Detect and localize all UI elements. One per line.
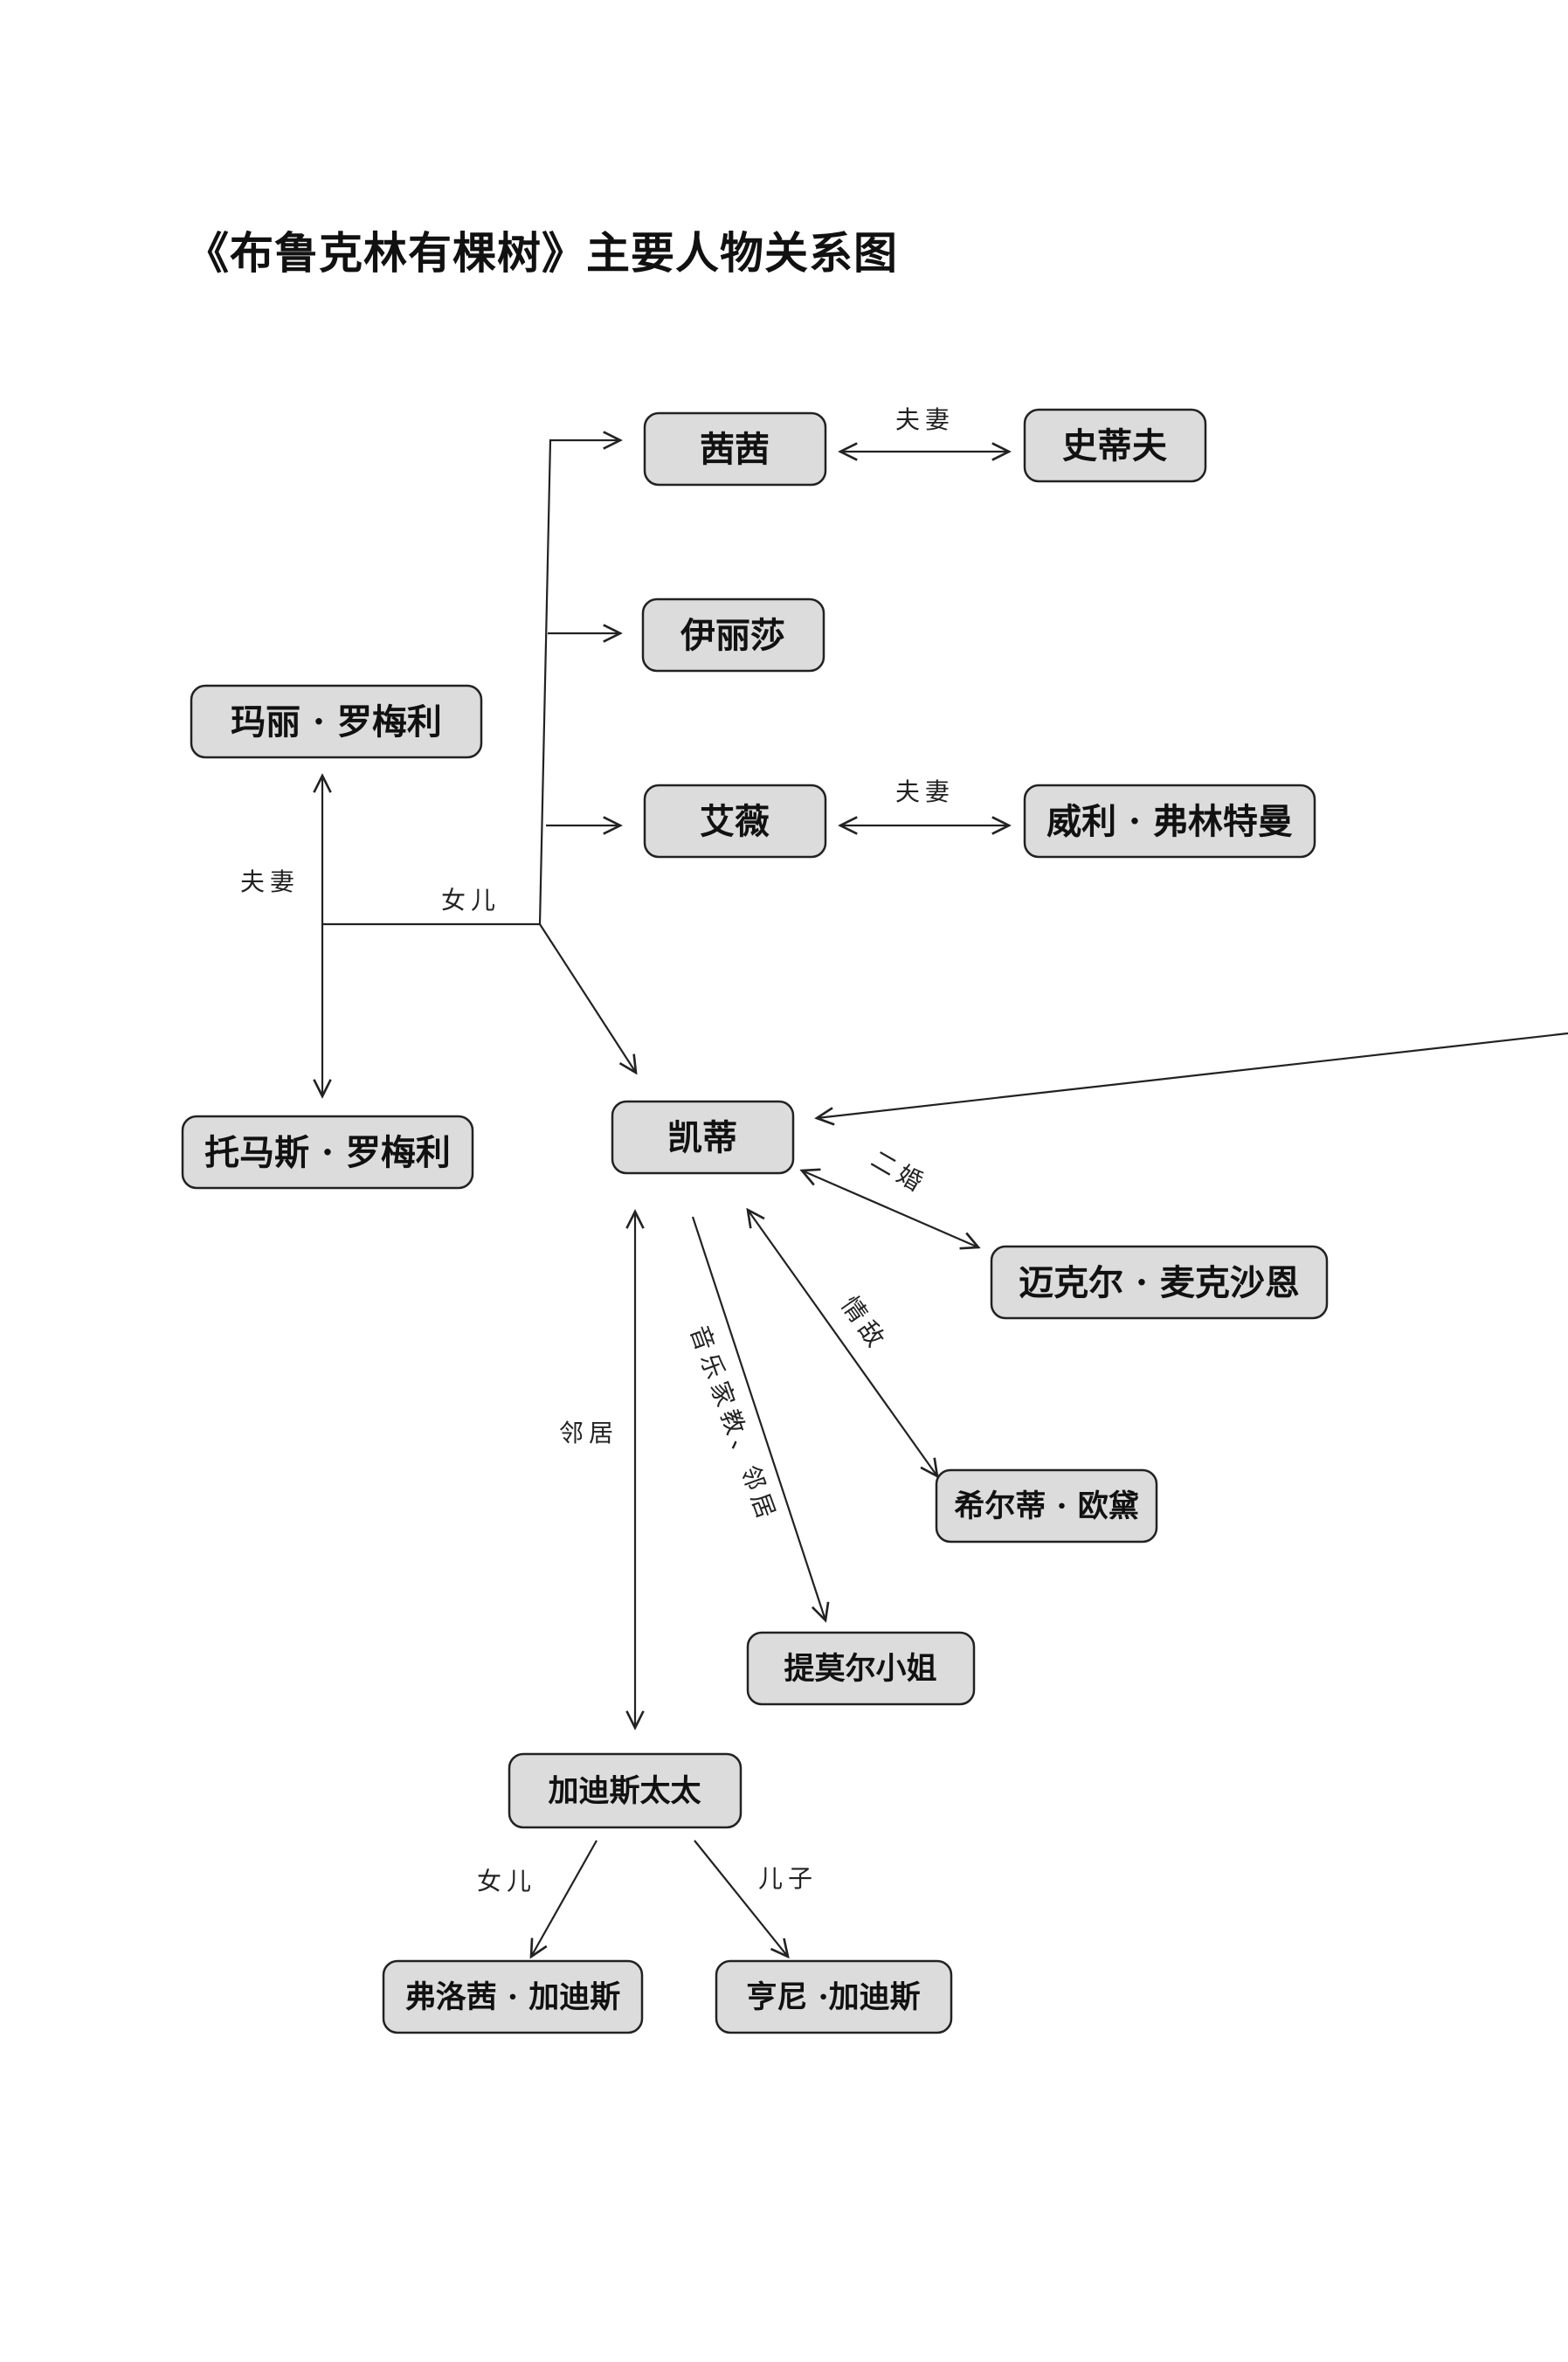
edge-parents-daughters [322, 440, 636, 1073]
node-michael[interactable]: 迈克尔 · 麦克沙恩 [990, 1245, 1329, 1320]
node-mary[interactable]: 玛丽 · 罗梅利 [190, 684, 483, 759]
node-evy[interactable]: 艾薇 [643, 784, 827, 859]
svg-text:亨尼 ·加迪斯: 亨尼 ·加迪斯 [746, 1979, 920, 2015]
edge-label-katie-gaddis: 邻居 [559, 1419, 618, 1447]
edge-label-mary-thomas: 夫妻 [240, 867, 300, 896]
edge-offpage-katie [817, 1032, 1568, 1118]
edge-label-gaddis-flossie: 女儿 [477, 1867, 536, 1896]
svg-text:提莫尔小姐: 提莫尔小姐 [784, 1651, 936, 1687]
svg-text:希尔蒂 · 欧黛: 希尔蒂 · 欧黛 [954, 1488, 1139, 1524]
page-title: 《布鲁克林有棵树》主要人物关系图 [185, 227, 898, 279]
edge-gaddis-henny [694, 1840, 788, 1957]
svg-text:伊丽莎: 伊丽莎 [680, 615, 785, 656]
edge-label-evy-willie: 夫妻 [895, 777, 955, 806]
edge-label-gaddis-henny: 儿子 [758, 1864, 818, 1893]
edge-gaddis-flossie [531, 1840, 597, 1957]
svg-text:史蒂夫: 史蒂夫 [1062, 425, 1168, 466]
node-eliza[interactable]: 伊丽莎 [641, 597, 825, 673]
svg-text:加迪斯太太: 加迪斯太太 [548, 1773, 701, 1809]
edge-katie-tynmore [691, 1216, 825, 1620]
edge-label-xixi-steve: 夫妻 [895, 405, 955, 434]
svg-text:凯蒂: 凯蒂 [667, 1117, 737, 1158]
node-thomas[interactable]: 托马斯 · 罗梅利 [181, 1115, 474, 1190]
node-gaddis[interactable]: 加迪斯太太 [508, 1752, 743, 1829]
edge-label-katie-michael: 二婚 [867, 1144, 932, 1199]
svg-text:茜茜: 茜茜 [700, 429, 770, 470]
svg-text:艾薇: 艾薇 [700, 801, 770, 842]
svg-text:玛丽 · 罗梅利: 玛丽 · 罗梅利 [231, 701, 442, 742]
node-willie[interactable]: 威利 · 弗林特曼 [1023, 784, 1316, 859]
node-henny[interactable]: 亨尼 ·加迪斯 [715, 1959, 953, 2034]
edge-label-katie-tynmore: 音乐家教、邻居 [684, 1322, 782, 1527]
edge-label-daughters: 女儿 [441, 886, 501, 915]
edge-katie-hildy [748, 1210, 937, 1476]
node-katie[interactable]: 凯蒂 [611, 1100, 795, 1175]
svg-text:弗洛茜 · 加迪斯: 弗洛茜 · 加迪斯 [405, 1979, 621, 2015]
svg-text:威利 · 弗林特曼: 威利 · 弗林特曼 [1046, 801, 1293, 842]
svg-text:托马斯 · 罗梅利: 托马斯 · 罗梅利 [204, 1132, 451, 1173]
svg-text:迈克尔 · 麦克沙恩: 迈克尔 · 麦克沙恩 [1019, 1262, 1300, 1303]
node-steve[interactable]: 史蒂夫 [1023, 408, 1207, 483]
node-flossie[interactable]: 弗洛茜 · 加迪斯 [382, 1959, 644, 2034]
node-hildy[interactable]: 希尔蒂 · 欧黛 [935, 1468, 1158, 1544]
node-tynmore[interactable]: 提莫尔小姐 [746, 1631, 976, 1706]
node-xixi[interactable]: 茜茜 [643, 411, 827, 487]
